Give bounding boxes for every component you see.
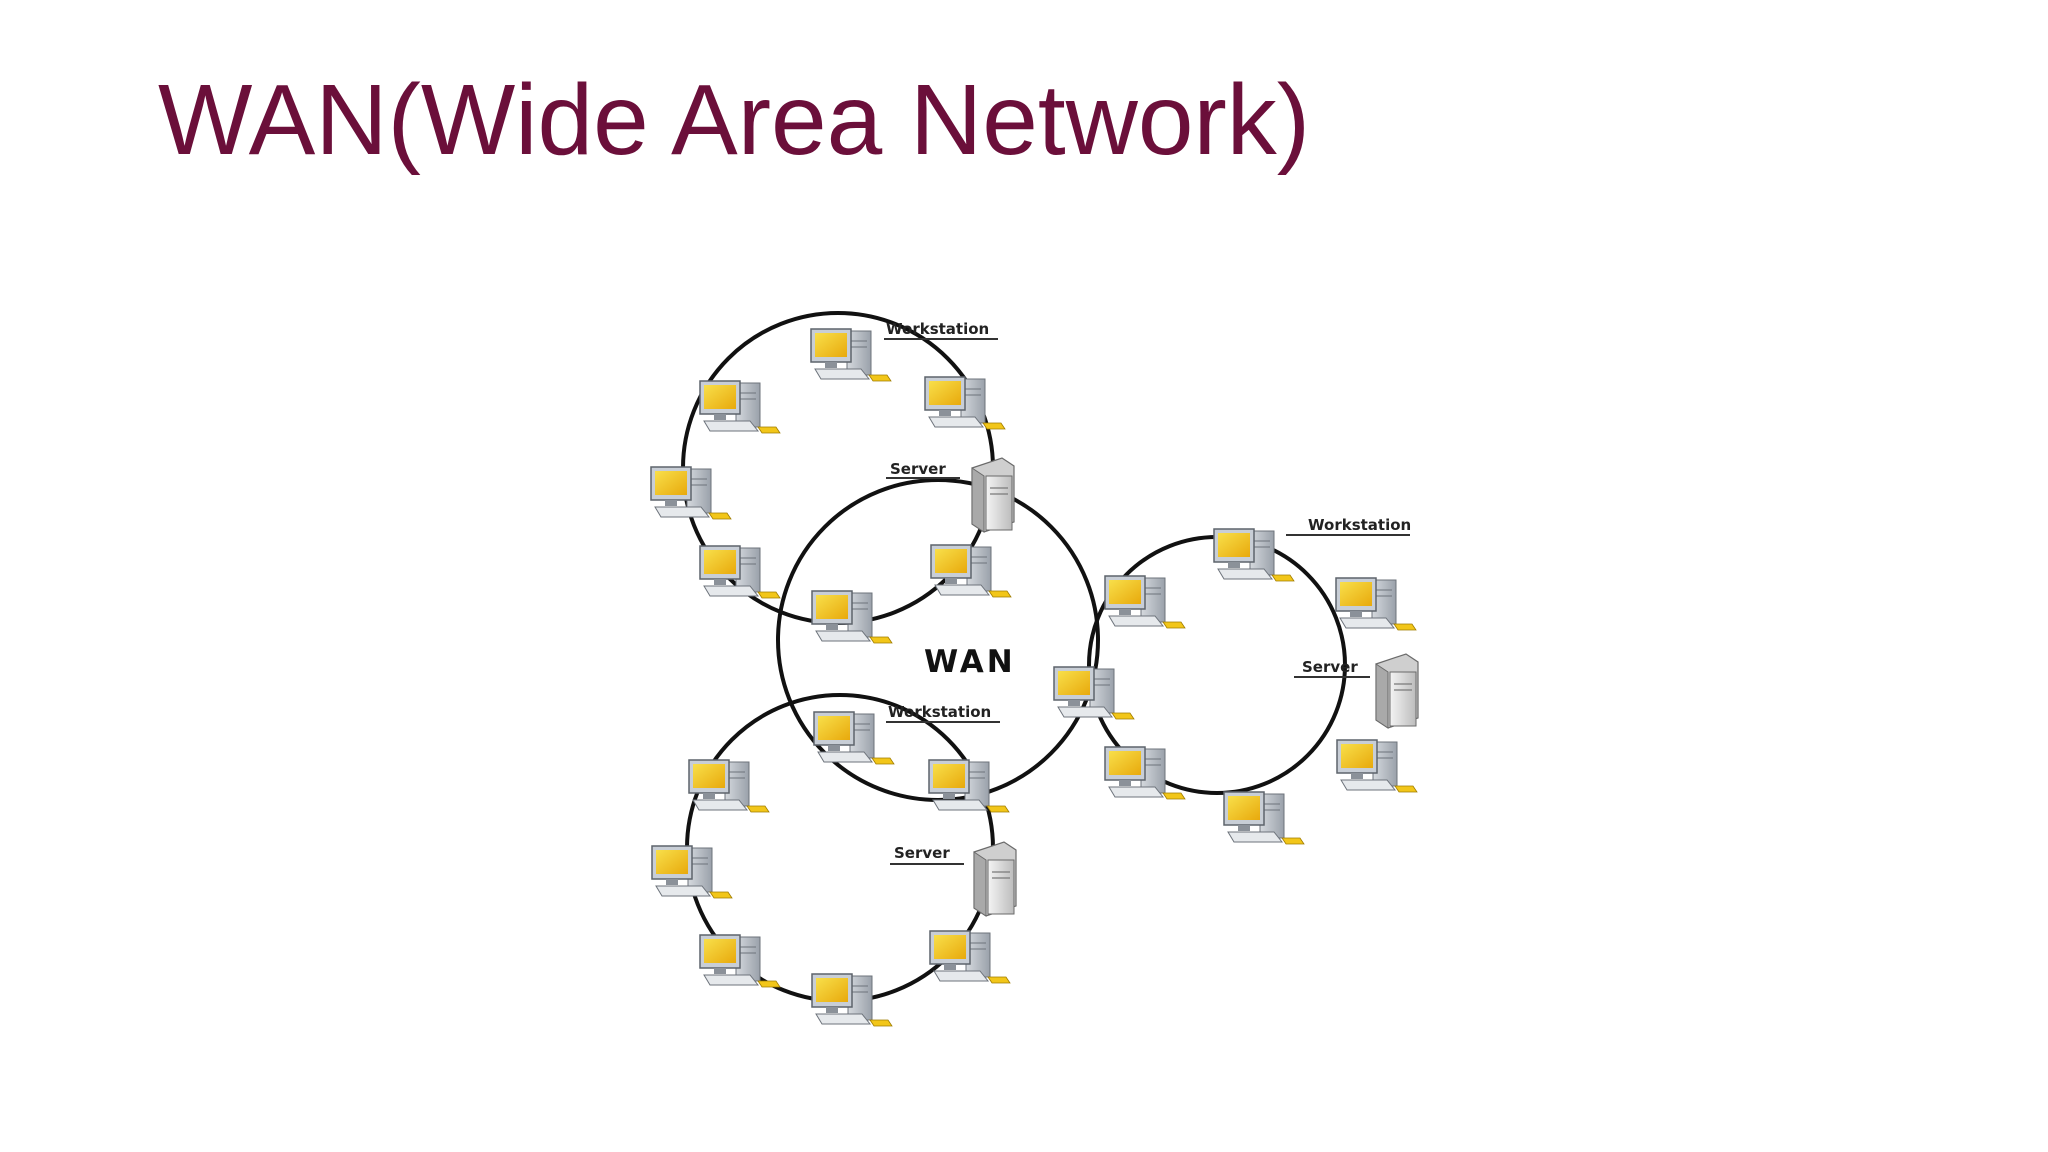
- bottom-workstation-label: Workstation: [888, 703, 991, 721]
- right-workstation-icon-6: [1223, 791, 1305, 845]
- top-workstation-icon-6: [930, 544, 1012, 598]
- right-workstation-icon-4: [1053, 666, 1135, 720]
- wan-center-label: WAN: [924, 644, 1016, 680]
- right-workstation-icon-1: [1213, 528, 1295, 582]
- slide-title: WAN(Wide Area Network): [158, 64, 1311, 176]
- right-workstation-icon-3: [1104, 575, 1186, 629]
- top-workstation-icon-5: [699, 545, 781, 599]
- bottom-workstation-icon-3: [928, 759, 1010, 813]
- bottom-workstation-icon-7: [811, 973, 893, 1027]
- right-workstation-icon-5: [1104, 746, 1186, 800]
- right-workstation-label: Workstation: [1308, 516, 1411, 534]
- bottom-server-label: Server: [894, 844, 950, 862]
- bottom-workstation-icon-2: [688, 759, 770, 813]
- top-server-icon: [971, 457, 1015, 533]
- top-workstation-icon-3: [924, 376, 1006, 430]
- device-layer: [650, 328, 1419, 1027]
- top-workstation-label: Workstation: [886, 320, 989, 338]
- top-workstation-icon-4: [650, 466, 732, 520]
- right-server-icon: [1375, 653, 1419, 729]
- right-workstation-icon-7: [1336, 739, 1418, 793]
- bottom-server-icon: [973, 841, 1017, 917]
- bottom-workstation-icon-1: [813, 711, 895, 765]
- bottom-workstation-icon-4: [651, 845, 733, 899]
- bottom-workstation-icon-6: [929, 930, 1011, 984]
- top-server-label: Server: [890, 460, 946, 478]
- right-server-label: Server: [1302, 658, 1358, 676]
- bottom-workstation-icon-5: [699, 934, 781, 988]
- right-workstation-icon-2: [1335, 577, 1417, 631]
- top-workstation-icon-2: [699, 380, 781, 434]
- top-workstation-icon-1: [810, 328, 892, 382]
- top-workstation-icon-7: [811, 590, 893, 644]
